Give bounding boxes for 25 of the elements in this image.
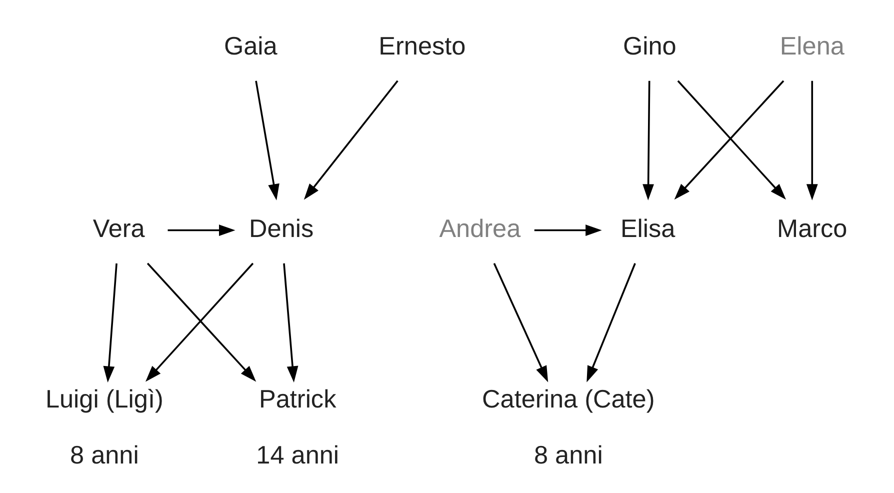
- node-text: Ernesto: [378, 32, 466, 61]
- arrow: [642, 80, 654, 200]
- arrow: [586, 263, 636, 382]
- arrow: [103, 263, 118, 382]
- node-text: Luigi (Ligì): [45, 386, 164, 414]
- node-text: Andrea: [439, 214, 521, 243]
- arrow: [806, 80, 818, 200]
- node-text: Elisa: [620, 214, 676, 243]
- node-label: 8 anni: [534, 442, 603, 470]
- node-label: 14 anni: [256, 442, 340, 470]
- node-text: Gino: [622, 32, 676, 61]
- node-text: Elena: [780, 32, 844, 61]
- node-text: Caterina (Cate): [482, 386, 655, 414]
- node-label: 8 anni: [70, 442, 139, 470]
- arrow: [168, 224, 236, 236]
- arrow: [493, 263, 548, 382]
- arrow: [534, 224, 602, 236]
- node-text: Marco: [777, 214, 848, 243]
- node-text: Patrick: [259, 386, 336, 414]
- node-text: Denis: [249, 214, 314, 243]
- arrow: [283, 263, 298, 382]
- node-text: Gaia: [224, 32, 278, 61]
- node-text: Vera: [92, 214, 145, 243]
- arrow: [255, 80, 280, 200]
- arrow: [304, 80, 398, 200]
